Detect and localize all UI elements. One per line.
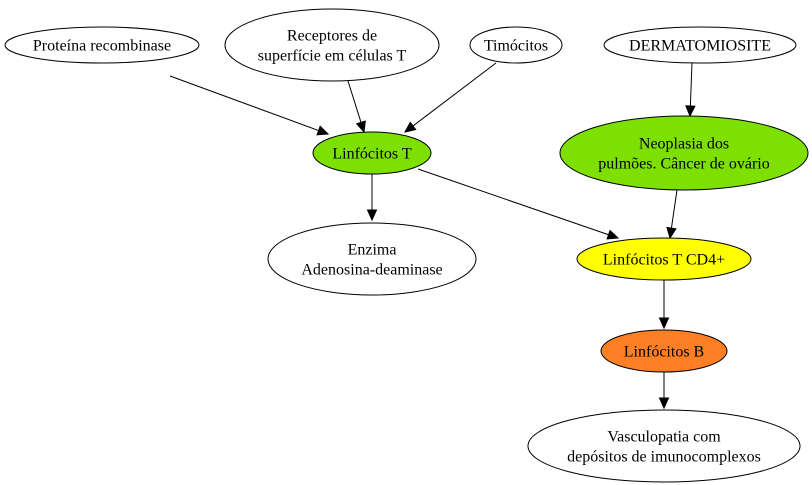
node-vasculopatia: Vasculopatia com depósitos de imunocomple… <box>527 409 801 483</box>
node-label-line: Enzima <box>348 242 397 259</box>
arrowhead <box>316 125 330 136</box>
arrowhead <box>666 226 677 240</box>
node-linfocitos-b: Linfócitos B <box>600 329 728 373</box>
node-ellipse <box>267 222 477 296</box>
node-dermatomiosite: DERMATOMIOSITE <box>603 26 797 64</box>
arrowhead <box>658 317 670 330</box>
arrowhead <box>366 209 378 222</box>
edge-line <box>169 75 319 132</box>
arrowhead <box>606 229 620 240</box>
node-ellipse <box>312 131 432 175</box>
edge-neoplasia-to-linfocitos-cd4 <box>666 189 678 240</box>
edge-dermatomiosite-to-neoplasia <box>685 62 696 118</box>
node-label-line: Linfócitos B <box>624 344 704 361</box>
arrowhead <box>355 120 366 134</box>
edge-line <box>670 189 678 229</box>
arrowhead <box>685 105 696 118</box>
edge-timocitos-to-linfocitos-t <box>404 62 497 133</box>
edge-line <box>417 168 609 236</box>
edge-line <box>412 62 497 127</box>
edge-proteina-to-linfocitos-t <box>169 75 330 136</box>
node-label-line: depósitos de imunocomplexos <box>567 449 761 466</box>
node-label-line: Timócitos <box>484 38 548 55</box>
edge-receptores-to-linfocitos-t <box>347 80 366 134</box>
node-ellipse <box>4 26 200 64</box>
node-label-line: Adenosina-deaminase <box>301 262 442 279</box>
node-ellipse <box>224 8 440 82</box>
node-label-line: Receptores de <box>287 28 377 45</box>
edge-linfocitos-t-to-enzima <box>366 174 378 222</box>
node-label-line: Linfócitos T <box>332 146 411 163</box>
edges-layer <box>169 62 696 410</box>
node-label-line: DERMATOMIOSITE <box>629 38 771 55</box>
node-ellipse <box>527 409 801 483</box>
node-neoplasia: Neoplasia dos pulmões. Câncer de ovário <box>559 115 809 191</box>
node-ellipse <box>603 26 797 64</box>
edge-linfocitos-t-to-linfocitos-cd4 <box>417 168 620 240</box>
node-label-line: Proteína recombinase <box>33 38 171 55</box>
node-linfocitos-t: Linfócitos T <box>312 131 432 175</box>
arrowhead <box>658 397 670 410</box>
node-proteina: Proteína recombinase <box>4 26 200 64</box>
edge-linfocitos-b-to-vasculopatia <box>658 372 670 410</box>
edge-linfocitos-cd4-to-linfocitos-b <box>658 280 670 330</box>
edge-line <box>347 80 362 123</box>
node-receptores: Receptores de superfície em células T <box>224 8 440 82</box>
node-ellipse <box>600 329 728 373</box>
nodes-layer: Proteína recombinase Receptores de superfí… <box>4 8 809 483</box>
node-ellipse <box>576 237 752 281</box>
node-label-line: Linfócitos T CD4+ <box>603 252 725 269</box>
node-timocitos: Timócitos <box>469 26 563 64</box>
arrowhead <box>404 121 417 133</box>
node-label-line: Neoplasia dos <box>639 136 729 153</box>
node-linfocitos-cd4: Linfócitos T CD4+ <box>576 237 752 281</box>
node-label-line: superfície em células T <box>258 48 407 65</box>
node-label-line: Vasculopatia com <box>607 429 721 446</box>
edge-line <box>689 62 693 107</box>
node-ellipse <box>469 26 563 64</box>
node-label-line: pulmões. Câncer de ovário <box>598 156 770 173</box>
node-ellipse <box>559 115 809 191</box>
